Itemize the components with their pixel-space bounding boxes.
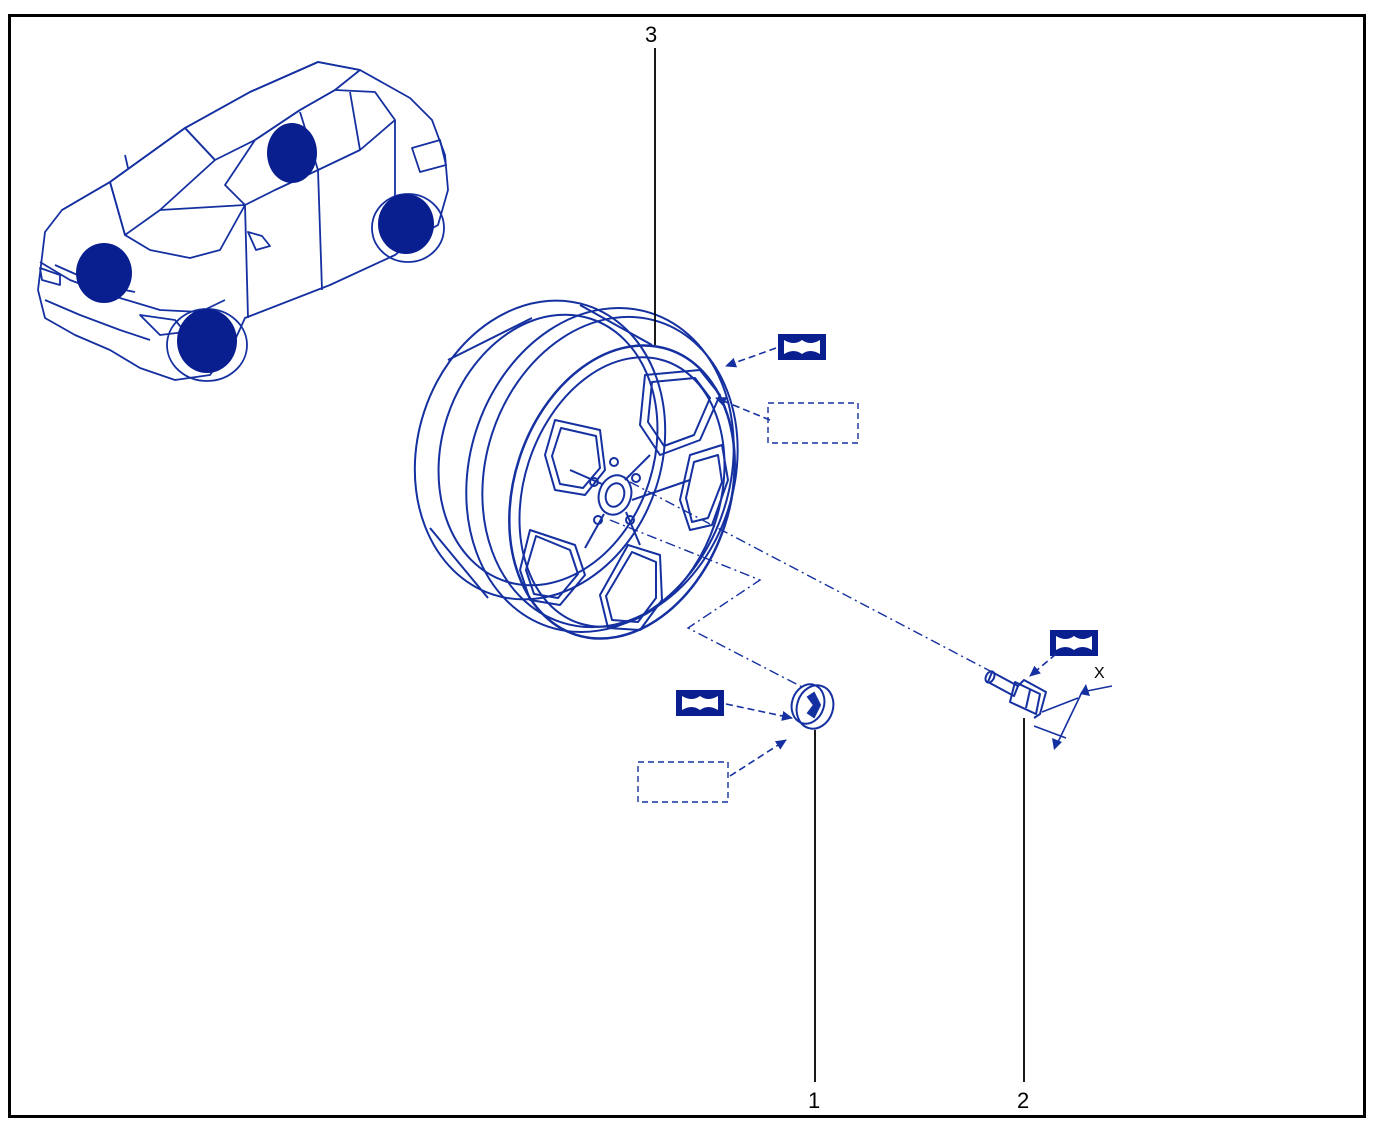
wheel-position-markers xyxy=(76,123,434,373)
callout-label-2: 2 xyxy=(1017,1088,1030,1113)
pointer-arrows xyxy=(715,347,1057,777)
callout-label-3: 3 xyxy=(645,22,658,47)
assembly-lines xyxy=(609,481,993,689)
torque-symbols xyxy=(676,334,1098,716)
callout-leaders xyxy=(654,48,1025,1082)
torque-symbol-icon xyxy=(778,334,826,360)
torque-symbol-icon xyxy=(1050,630,1098,656)
torque-symbol-icon xyxy=(676,690,724,716)
wheel-marker-front-right xyxy=(177,309,237,373)
reference-boxes xyxy=(637,402,859,803)
part-reference-box-icon xyxy=(637,761,729,803)
center-cap xyxy=(790,683,835,730)
wheel-bolt xyxy=(984,670,1047,719)
wheel-marker-front-left xyxy=(76,243,132,303)
dimension-label: X xyxy=(1094,665,1105,682)
diagram-frame xyxy=(8,14,1366,1118)
wheel-marker-rear-left xyxy=(267,123,317,183)
part-reference-box-icon xyxy=(767,402,859,444)
callout-label-1: 1 xyxy=(808,1088,821,1113)
wheel-marker-rear-right xyxy=(378,194,434,254)
wheel-rim xyxy=(413,299,739,640)
